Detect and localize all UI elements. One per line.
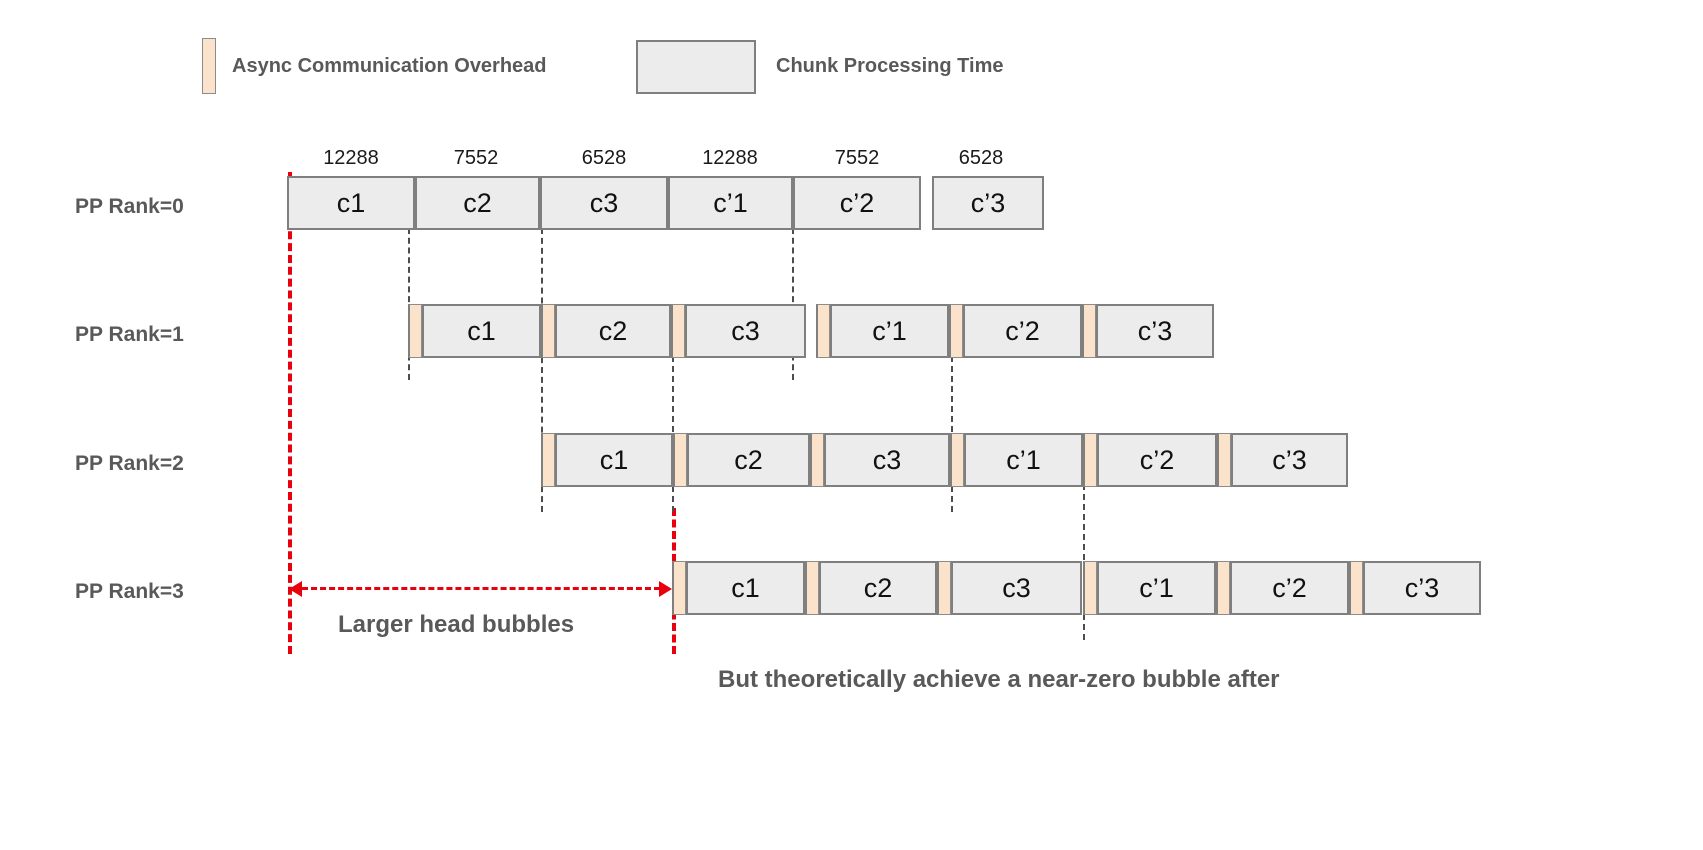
- chunk-block[interactable]: c’3: [1096, 304, 1214, 358]
- chunk-block[interactable]: c1: [422, 304, 541, 358]
- legend-comm-overhead-label: Async Communication Overhead: [232, 55, 547, 77]
- chunk-block[interactable]: c’2: [1097, 433, 1217, 487]
- rank-label-3: PP Rank=3: [75, 580, 184, 603]
- chunk-block[interactable]: c3: [540, 176, 668, 230]
- comm-overhead-bar: [805, 561, 819, 615]
- chunk-block[interactable]: c1: [555, 433, 673, 487]
- comm-overhead-bar: [1083, 433, 1097, 487]
- size-label-4: 7552: [834, 147, 880, 169]
- chunk-block[interactable]: c1: [287, 176, 415, 230]
- comm-overhead-bar: [816, 304, 830, 358]
- comm-overhead-bar: [810, 433, 824, 487]
- comm-overhead-bar: [1083, 561, 1097, 615]
- chunk-block[interactable]: c’1: [1097, 561, 1216, 615]
- chunk-block[interactable]: c’3: [1363, 561, 1481, 615]
- chunk-block[interactable]: c3: [685, 304, 806, 358]
- rank-label-1: PP Rank=1: [75, 323, 184, 346]
- chunk-block[interactable]: c3: [951, 561, 1082, 615]
- chunk-block[interactable]: c’1: [964, 433, 1083, 487]
- size-label-5: 6528: [958, 147, 1004, 169]
- size-label-0: 12288: [323, 147, 379, 169]
- comm-overhead-bar: [408, 304, 422, 358]
- red-reference-line-left: [288, 172, 292, 654]
- head-bubbles-note: Larger head bubbles: [338, 611, 575, 638]
- comm-overhead-bar: [673, 433, 687, 487]
- comm-overhead-bar: [1216, 561, 1230, 615]
- comm-overhead-bar: [937, 561, 951, 615]
- size-label-1: 7552: [453, 147, 499, 169]
- rank-label-0: PP Rank=0: [75, 195, 184, 218]
- comm-overhead-bar: [949, 304, 963, 358]
- comm-overhead-bar: [950, 433, 964, 487]
- chunk-block[interactable]: c3: [824, 433, 950, 487]
- near-zero-bubble-caption: But theoretically achieve a near-zero bu…: [718, 666, 1280, 693]
- comm-overhead-bar: [1082, 304, 1096, 358]
- size-label-2: 6528: [581, 147, 627, 169]
- head-bubble-arrow-left-icon: [289, 581, 302, 597]
- chunk-block[interactable]: c2: [687, 433, 810, 487]
- head-bubble-arrow-right-icon: [659, 581, 672, 597]
- chunk-block[interactable]: c’3: [1231, 433, 1348, 487]
- chunk-block[interactable]: c1: [686, 561, 805, 615]
- chunk-block[interactable]: c’2: [963, 304, 1082, 358]
- comm-overhead-bar: [1349, 561, 1363, 615]
- comm-overhead-bar: [541, 304, 555, 358]
- chunk-block[interactable]: c’3: [932, 176, 1044, 230]
- chunk-block[interactable]: c2: [555, 304, 671, 358]
- chunk-block[interactable]: c’2: [1230, 561, 1349, 615]
- legend-chunk-time-icon: [636, 40, 756, 94]
- comm-overhead-bar: [541, 433, 555, 487]
- chunk-block[interactable]: c2: [415, 176, 540, 230]
- size-label-3: 12288: [702, 147, 758, 169]
- rank-label-2: PP Rank=2: [75, 452, 184, 475]
- connector-r0c2-to-r2: [541, 228, 543, 512]
- legend-chunk-time-label: Chunk Processing Time: [776, 55, 1004, 77]
- chunk-block[interactable]: c2: [819, 561, 937, 615]
- comm-overhead-bar: [671, 304, 685, 358]
- chunk-block[interactable]: c’1: [830, 304, 949, 358]
- comm-overhead-bar: [1217, 433, 1231, 487]
- chunk-block[interactable]: c’1: [668, 176, 793, 230]
- head-bubble-arrow-line: [302, 587, 660, 590]
- chunk-block[interactable]: c’2: [793, 176, 921, 230]
- comm-overhead-bar: [672, 561, 686, 615]
- legend-comm-overhead-icon: [202, 38, 216, 94]
